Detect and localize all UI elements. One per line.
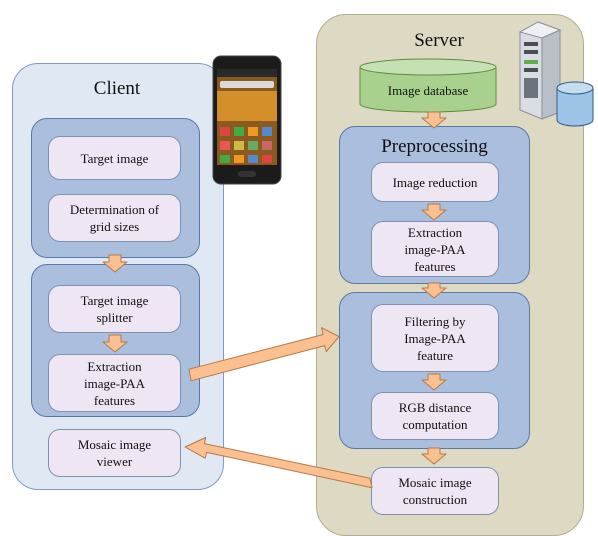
smartphone-icon [212, 55, 282, 185]
server-tower-icon [518, 21, 562, 120]
preprocessing-title: Preprocessing [381, 136, 488, 157]
arrow-down-server-1 [421, 111, 447, 129]
rgb-distance-box: RGB distance computation [371, 392, 499, 440]
arrow-down-server-3 [421, 282, 447, 299]
arrow-down-client-1 [102, 254, 128, 273]
arrow-down-server-4 [421, 373, 447, 391]
client-extraction-box: Extraction image-PAA features [48, 354, 181, 412]
mosaic-image-viewer-box: Mosaic image viewer [48, 429, 181, 477]
grid-sizes-box: Determination of grid sizes [48, 194, 181, 242]
database-cylinder-icon [556, 81, 594, 127]
arrow-down-server-5 [421, 447, 447, 465]
arrow-client-to-server [188, 327, 340, 382]
server-extraction-box: Extraction image-PAA features [371, 221, 499, 277]
arrow-down-server-2 [421, 203, 447, 221]
filtering-box: Filtering by Image-PAA feature [371, 304, 499, 372]
target-image-splitter-box: Target image splitter [48, 285, 181, 333]
mosaic-construction-box: Mosaic image construction [371, 467, 499, 515]
server-title: Server [414, 30, 464, 51]
arrow-server-to-client [184, 437, 373, 489]
image-reduction-box: Image reduction [371, 162, 499, 202]
target-image-box: Target image [48, 136, 181, 180]
image-database-label: Image database [387, 83, 469, 98]
client-title: Client [93, 78, 141, 99]
arrow-down-client-2 [102, 334, 128, 353]
